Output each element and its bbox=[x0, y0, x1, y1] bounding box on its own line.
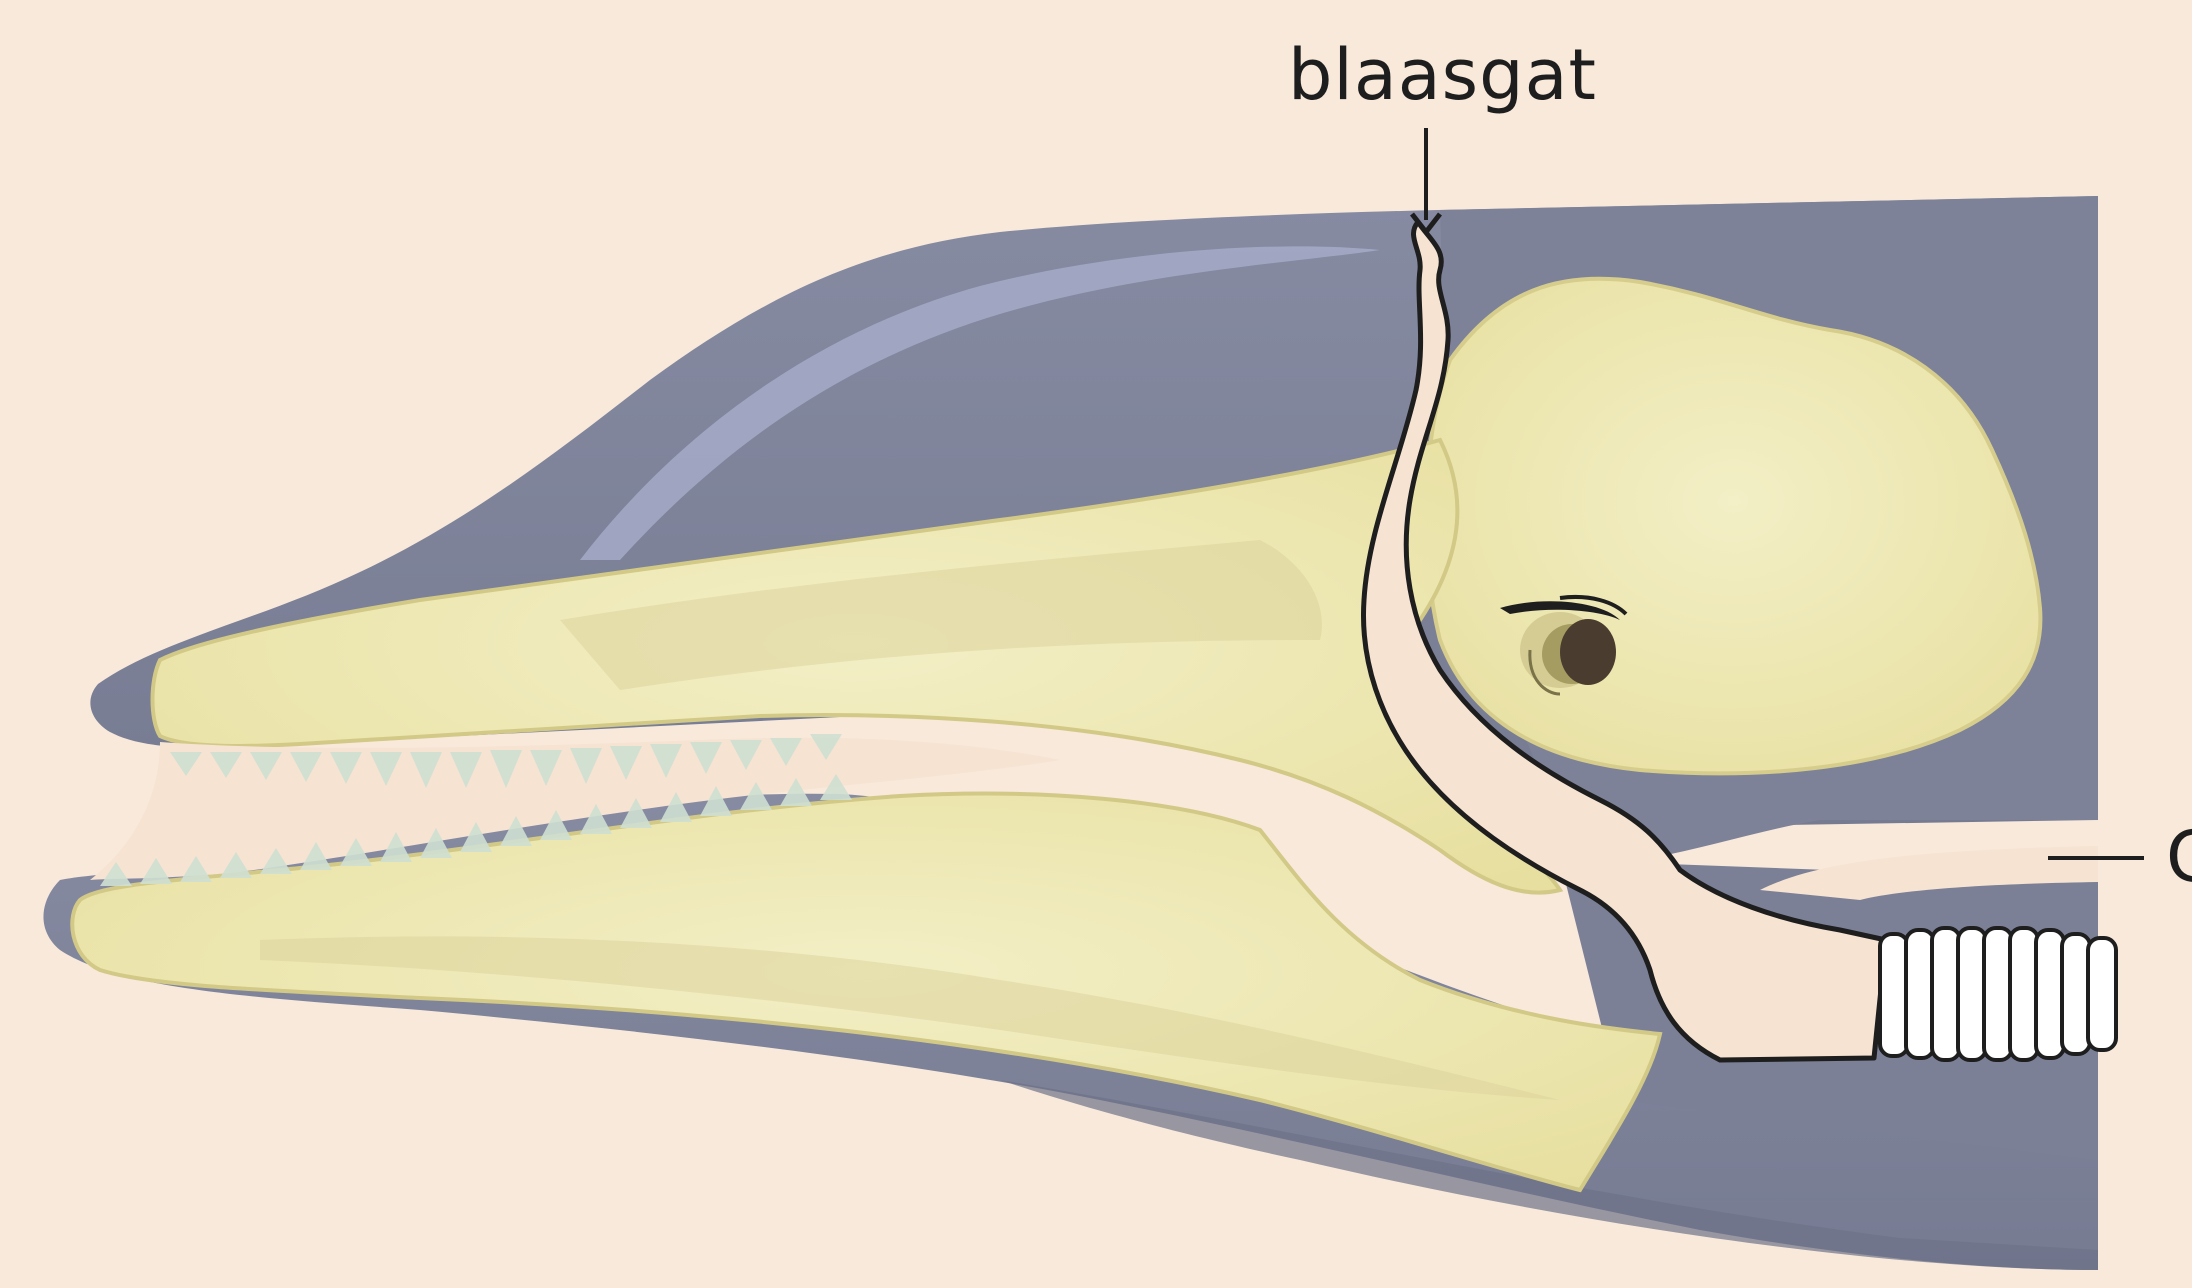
right-edge-label: C bbox=[2166, 822, 2192, 892]
blaasgat-label: blaasgat bbox=[1288, 40, 1597, 110]
trachea-rings bbox=[1880, 928, 2116, 1060]
